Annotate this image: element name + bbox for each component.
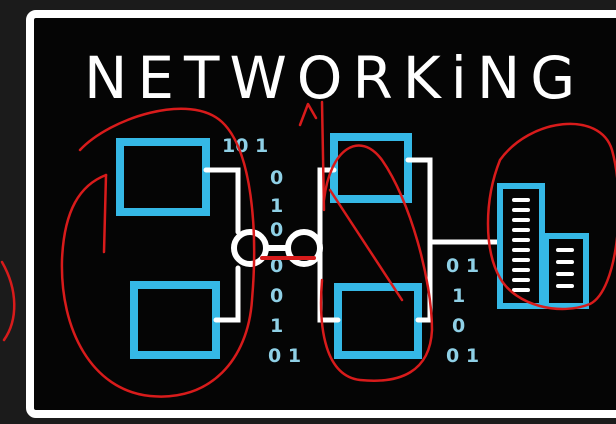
bit-text: 0 bbox=[270, 219, 283, 241]
bit-text: 0 bbox=[270, 285, 283, 307]
annotation-arc-far-left bbox=[2, 262, 14, 340]
bit-text: 10 1 bbox=[222, 135, 268, 157]
bit-text: 0 bbox=[452, 315, 465, 337]
bit-text: 1 bbox=[452, 285, 465, 307]
bit-text: 0 1 bbox=[446, 255, 479, 277]
bit-text: 1 bbox=[270, 315, 283, 337]
bit-text: 0 1 bbox=[446, 345, 479, 367]
page-title: NETWORKiNG bbox=[84, 44, 585, 112]
bit-text: 0 bbox=[270, 167, 283, 189]
bit-text: 1 bbox=[270, 195, 283, 217]
bit-text: 0 1 bbox=[268, 345, 301, 367]
